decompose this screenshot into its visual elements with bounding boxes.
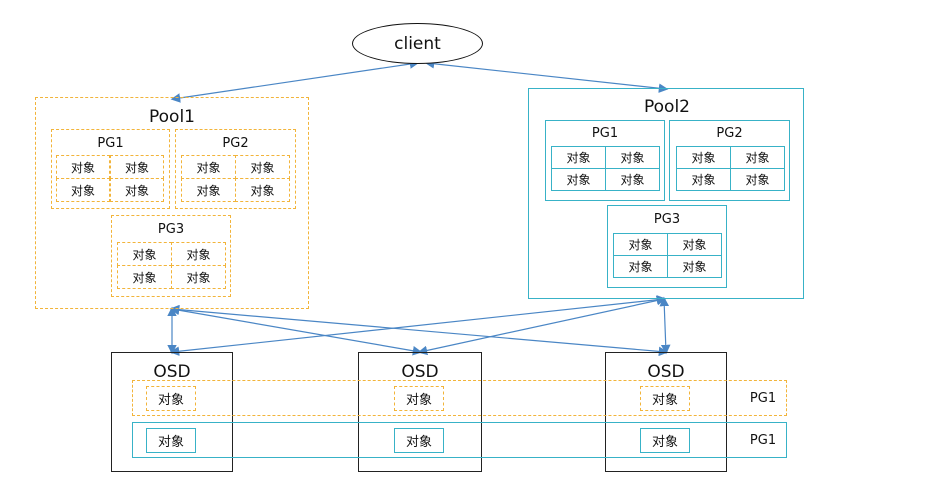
object-cell: 对象: [110, 155, 164, 179]
osd-2-box: [358, 352, 482, 472]
object-cell: 对象: [667, 233, 722, 256]
object-cell: 对象: [171, 265, 226, 289]
object-cell: 对象: [730, 168, 785, 191]
client-label: client: [394, 33, 441, 54]
link-pool1-osd3: [169, 304, 669, 357]
pool2-pg1-box: [545, 120, 665, 201]
pool2-box: [528, 88, 804, 299]
object-cell: 对象: [110, 178, 164, 202]
object-cell: 对象: [181, 178, 236, 202]
pool1-pg2-label: PG2: [222, 136, 249, 151]
pool1-pg2-box: [175, 129, 296, 209]
object-cell: 对象: [181, 155, 236, 179]
osd-3-object-yellow: 对象: [640, 386, 690, 411]
osd-2-object-teal: 对象: [394, 428, 444, 453]
object-cell: 对象: [676, 168, 731, 191]
link-pool1-osd2: [169, 305, 423, 356]
pool2-pg3-box: [607, 205, 727, 288]
link-pool2-osd2: [417, 295, 667, 356]
osd-2-object-yellow: 对象: [394, 386, 444, 411]
pool2-pg2-box: [669, 120, 790, 201]
pool1-pg1-box: [51, 129, 170, 209]
pool1-box: [35, 97, 309, 309]
object-cell: 对象: [605, 168, 660, 191]
osd-2-label: OSD: [401, 362, 439, 382]
object-cell: 对象: [613, 233, 668, 256]
object-cell: 对象: [117, 242, 172, 266]
pool2-title: Pool2: [644, 97, 690, 117]
client-node: client: [352, 23, 483, 64]
object-cell: 对象: [730, 146, 785, 169]
object-cell: 对象: [56, 178, 110, 202]
osd-1-label: OSD: [153, 362, 191, 382]
pg-band-yellow: [132, 380, 787, 416]
osd-1-object-yellow: 对象: [146, 386, 196, 411]
object-cell: 对象: [613, 255, 668, 278]
pg-band-teal-label: PG1: [749, 433, 777, 448]
osd-1-object-teal: 对象: [146, 428, 196, 453]
object-cell: 对象: [56, 155, 110, 179]
pg-band-teal: [132, 422, 787, 458]
object-cell: 对象: [551, 168, 606, 191]
object-cell: 对象: [605, 146, 660, 169]
osd-3-box: [605, 352, 727, 472]
pool1-title: Pool1: [149, 107, 195, 127]
object-cell: 对象: [117, 265, 172, 289]
pool2-pg1-label: PG1: [591, 126, 619, 141]
pg-band-yellow-label: PG1: [749, 391, 777, 406]
link-client-pool1: [170, 59, 420, 103]
pool1-pg3-box: [111, 215, 231, 297]
osd-3-object-teal: 对象: [640, 428, 690, 453]
object-cell: 对象: [171, 242, 226, 266]
pool2-pg3-label: PG3: [653, 212, 681, 227]
pool1-pg3-label: PG3: [157, 222, 185, 237]
pool2-pg2-label: PG2: [716, 126, 743, 141]
object-cell: 对象: [667, 255, 722, 278]
link-client-pool2: [424, 59, 669, 93]
object-cell: 对象: [235, 178, 290, 202]
object-cell: 对象: [551, 146, 606, 169]
link-pool2-osd3: [659, 296, 671, 355]
osd-3-label: OSD: [647, 362, 685, 382]
pool1-pg1-label: PG1: [97, 136, 124, 151]
object-cell: 对象: [235, 155, 290, 179]
object-cell: 对象: [676, 146, 731, 169]
osd-1-box: [111, 352, 233, 472]
